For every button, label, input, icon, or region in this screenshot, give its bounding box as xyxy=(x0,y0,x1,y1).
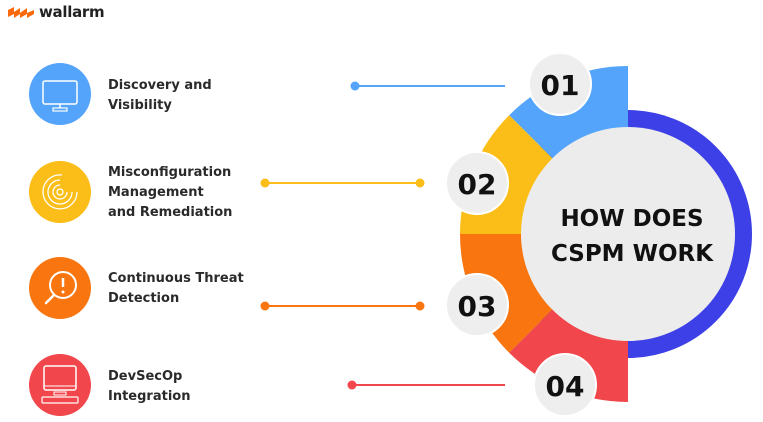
step-label-line: DevSecOp xyxy=(108,369,183,384)
step-label-1: Discovery and Visibility xyxy=(108,76,212,116)
step-label-line: Continuous Threat xyxy=(108,271,244,286)
center-circle xyxy=(521,127,735,341)
magnifier-alert-icon xyxy=(29,257,91,319)
wallarm-logo-icon xyxy=(8,7,34,18)
step-label-line: Management xyxy=(108,185,204,200)
step-label-line: Integration xyxy=(108,389,191,404)
title-line-2: CSPM WORK xyxy=(551,241,714,267)
connector-2 xyxy=(260,178,425,188)
step-label-line: Discovery and xyxy=(108,78,212,93)
svg-text:02: 02 xyxy=(458,168,497,201)
step-badge-4: 04 xyxy=(533,353,597,417)
svg-text:04: 04 xyxy=(546,370,585,403)
step-label-4: DevSecOp Integration xyxy=(108,367,190,407)
svg-text:01: 01 xyxy=(541,69,580,102)
step-label-2: Misconfiguration Management and Remediat… xyxy=(108,163,232,223)
step-label-line: Misconfiguration xyxy=(108,165,232,180)
desktop-computer-icon xyxy=(29,354,91,416)
svg-text:03: 03 xyxy=(458,290,497,323)
brand-name: wallarm xyxy=(39,3,105,21)
step-badge-3: 03 xyxy=(445,273,509,337)
step-label-line: Detection xyxy=(108,291,180,306)
wallarm-logo: wallarm xyxy=(8,3,105,21)
step-badge-1: 01 xyxy=(528,52,592,116)
step-badge-2: 02 xyxy=(445,151,509,215)
step-label-3: Continuous Threat Detection xyxy=(108,269,244,309)
target-icon xyxy=(29,161,91,223)
connector-3 xyxy=(260,301,425,311)
monitor-icon xyxy=(29,63,91,125)
connector-4 xyxy=(347,380,505,390)
step-label-line: Visibility xyxy=(108,98,172,113)
connector-1 xyxy=(350,81,505,91)
title-line-1: HOW DOES xyxy=(560,206,703,232)
step-label-line: and Remediation xyxy=(108,205,233,220)
